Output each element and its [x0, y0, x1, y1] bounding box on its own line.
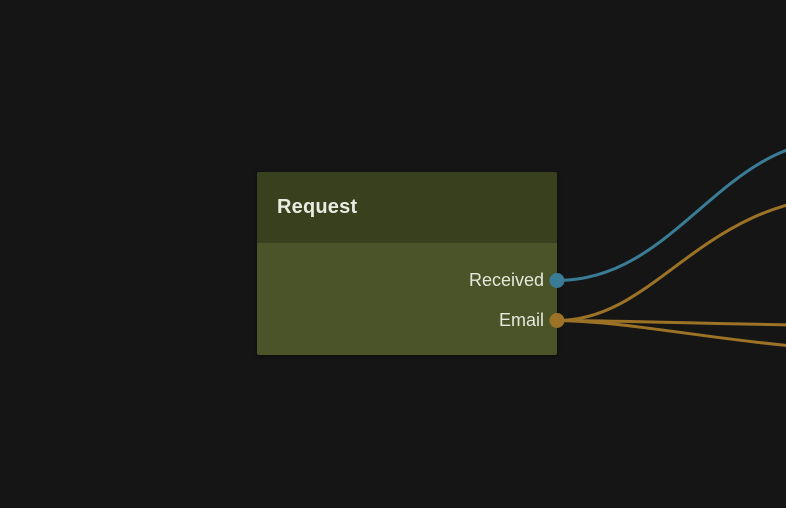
output-row-email: Email: [257, 300, 544, 340]
output-label-email: Email: [498, 309, 544, 330]
node-body: Received Email: [257, 243, 557, 355]
output-port-received[interactable]: [549, 273, 565, 288]
wire-email-out-bottom[interactable]: [555, 319, 786, 353]
wire-email-out-top[interactable]: [555, 195, 786, 322]
output-port-email[interactable]: [549, 313, 565, 328]
node-header[interactable]: Request: [257, 172, 557, 243]
node-request[interactable]: Request Received Email: [257, 172, 557, 355]
node-title: Request: [277, 196, 358, 218]
wire-received-out[interactable]: [555, 140, 786, 282]
output-label-received: Received: [468, 269, 544, 290]
output-row-received: Received: [257, 260, 544, 300]
